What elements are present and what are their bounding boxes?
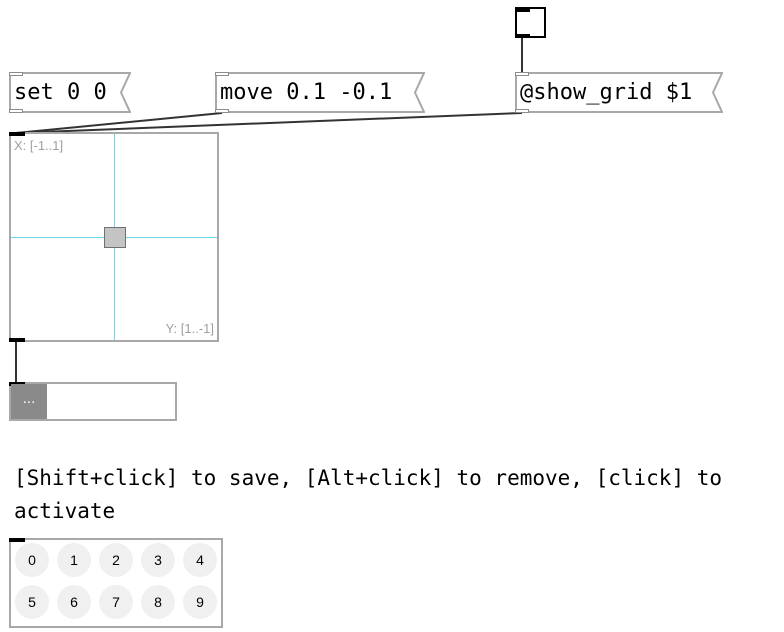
preset-slot-8[interactable]: 8 [141, 585, 175, 619]
message-frame [515, 72, 723, 113]
slider-2d-knob[interactable] [103, 227, 126, 248]
slider-2d-outlet[interactable] [9, 338, 25, 342]
preset-slot-7[interactable]: 7 [99, 585, 133, 619]
x-range-label: X: [-1..1] [14, 138, 64, 153]
y-range-label: Y: [1..-1] [165, 321, 214, 336]
message-frame [215, 72, 425, 113]
preset-inlet[interactable] [9, 538, 25, 542]
list-view-menu-button[interactable]: ... [11, 384, 47, 419]
help-comment: [Shift+click] to save, [Alt+click] to re… [14, 466, 723, 523]
preset-slot-9[interactable]: 9 [183, 585, 217, 619]
toggle-inlet[interactable] [516, 8, 530, 12]
toggle[interactable] [515, 7, 546, 38]
preset-slot-4[interactable]: 4 [183, 543, 217, 577]
message-move[interactable]: move 0.1 -0.1 [215, 72, 425, 113]
message-label: set 0 0 [14, 80, 107, 105]
message-outlet[interactable] [215, 109, 229, 113]
message-show-grid[interactable]: @show_grid $1 [515, 72, 723, 113]
message-set[interactable]: set 0 0 [9, 72, 131, 113]
message-inlet[interactable] [515, 72, 529, 76]
message-frame [9, 72, 131, 113]
message-outlet[interactable] [9, 109, 23, 113]
message-label: @show_grid $1 [520, 80, 693, 105]
preset-slot-2[interactable]: 2 [99, 543, 133, 577]
preset-storage[interactable]: 0 1 2 3 4 5 6 7 8 9 [9, 538, 223, 628]
preset-slot-0[interactable]: 0 [15, 543, 49, 577]
preset-slot-5[interactable]: 5 [15, 585, 49, 619]
message-inlet[interactable] [215, 72, 229, 76]
slider-2d[interactable]: X: [-1..1] Y: [1..-1] [9, 132, 219, 342]
toggle-outlet[interactable] [516, 34, 530, 37]
preset-slot-6[interactable]: 6 [57, 585, 91, 619]
preset-slot-1[interactable]: 1 [57, 543, 91, 577]
slider-2d-inlet[interactable] [9, 132, 25, 136]
message-label: move 0.1 -0.1 [220, 80, 393, 105]
message-inlet[interactable] [9, 72, 23, 76]
message-outlet[interactable] [515, 109, 529, 113]
list-view[interactable]: ... [9, 382, 177, 421]
preset-slot-3[interactable]: 3 [141, 543, 175, 577]
